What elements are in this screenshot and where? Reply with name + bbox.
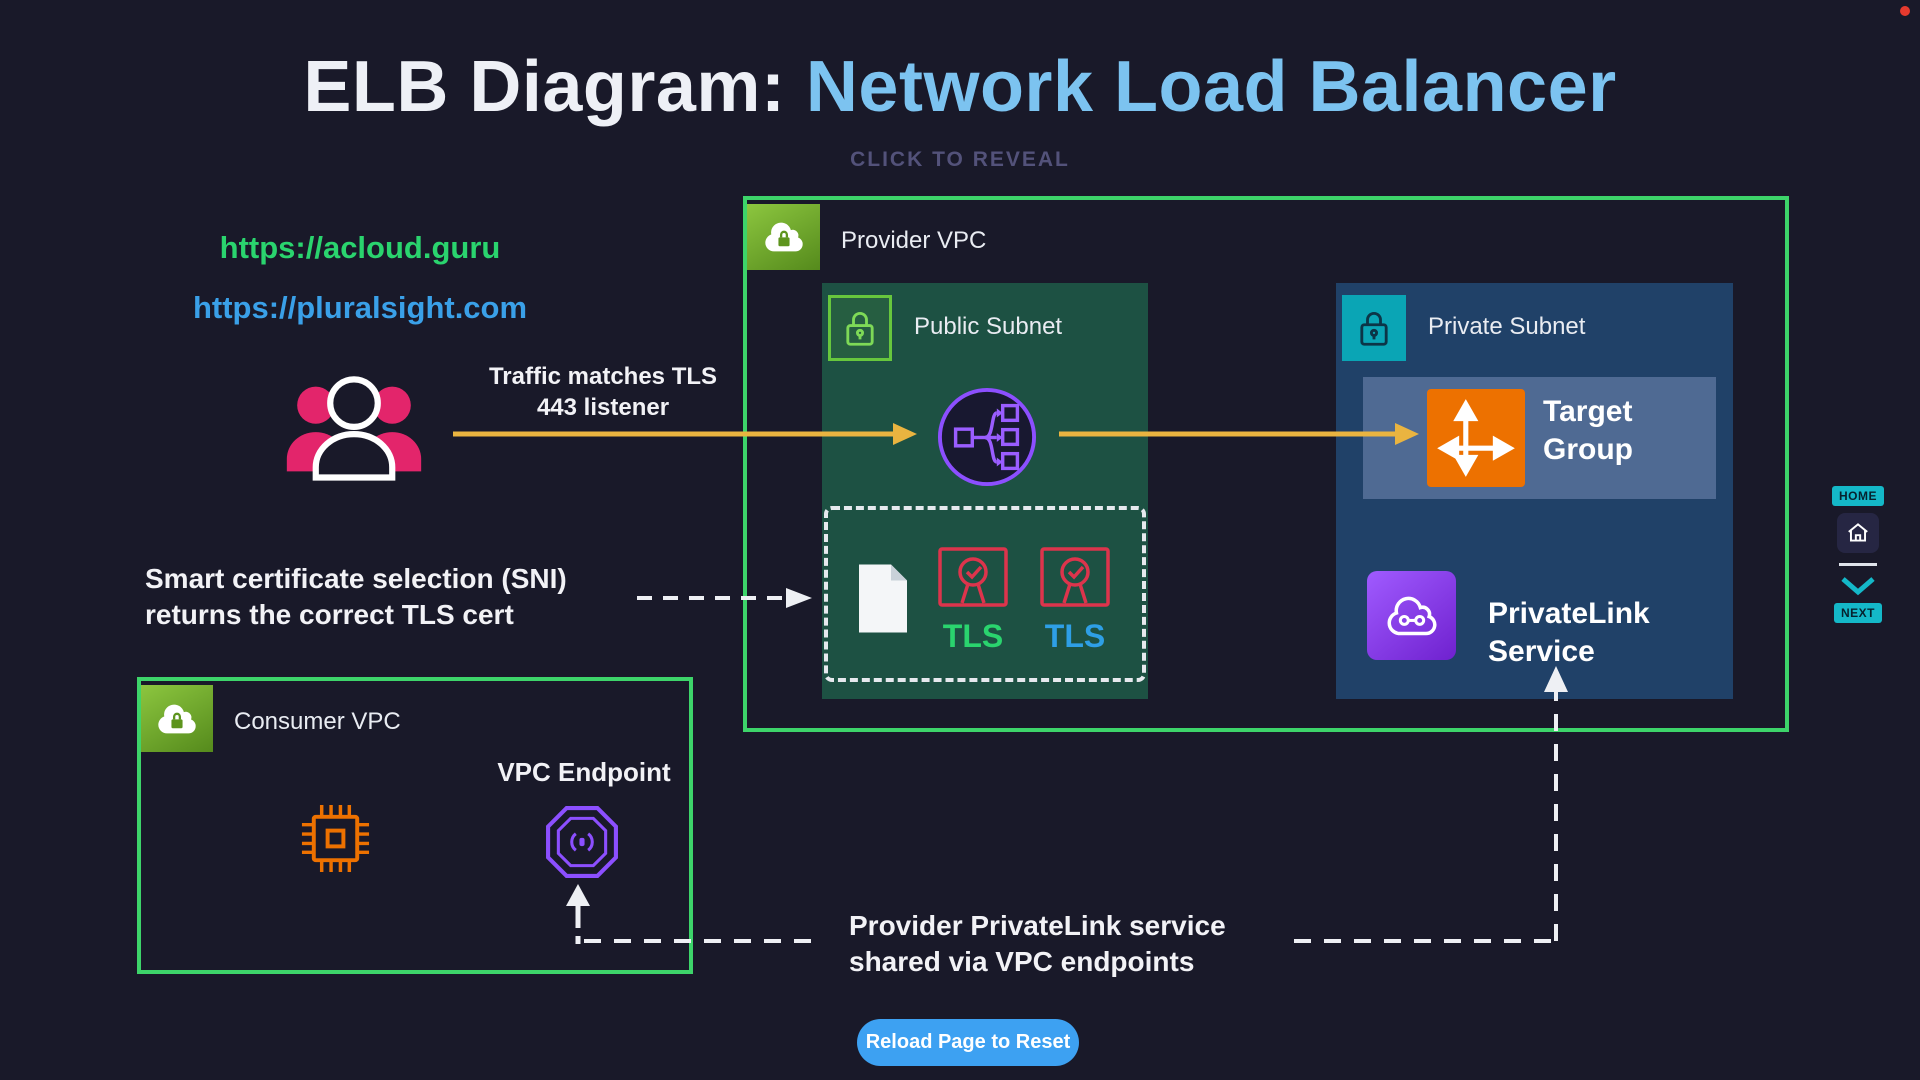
next-button[interactable] — [1840, 576, 1876, 596]
acloud-guru-link[interactable]: https://acloud.guru — [219, 230, 501, 265]
nav-divider — [1839, 563, 1877, 566]
sni-note-line2: returns the correct TLS cert — [145, 598, 514, 630]
nav-next-badge: NEXT — [1833, 603, 1882, 623]
click-to-reveal-hint: CLICK TO REVEAL — [850, 148, 1070, 171]
target-group-icon — [1427, 389, 1525, 487]
tls-label-green: TLS — [942, 618, 1004, 654]
traffic-note: Traffic matches TLS 443 listener — [468, 362, 738, 423]
users-icon — [276, 368, 432, 492]
lock-icon — [1360, 311, 1388, 346]
cloud-lock-icon — [764, 222, 803, 252]
recording-indicator-dot — [1900, 6, 1910, 16]
page-title: ELB Diagram: Network Load Balancer — [0, 46, 1920, 128]
private-subnet-label: Private Subnet — [1428, 313, 1586, 340]
home-button[interactable] — [1837, 513, 1879, 553]
vpc-endpoint-icon — [545, 805, 619, 879]
consumer-vpc-icon — [141, 685, 213, 752]
public-subnet-box: Public Subnet — [822, 283, 1148, 699]
traffic-note-line1: Traffic matches TLS — [488, 363, 718, 390]
provider-vpc-box: Provider VPC Public Subnet — [743, 196, 1789, 732]
open-lock-icon — [846, 311, 874, 346]
document-icon — [857, 562, 909, 635]
home-icon — [1848, 523, 1868, 542]
tls-label-blue: TLS — [1044, 618, 1106, 654]
target-group-label: Target Group — [1543, 395, 1633, 466]
certificate-icon — [936, 541, 1010, 615]
title-prefix: ELB Diagram: — [303, 47, 806, 127]
privatelink-share-line1: Provider PrivateLink service — [849, 910, 1226, 941]
privatelink-service-label: PrivateLink Service — [1488, 597, 1650, 668]
chevron-down-icon — [1841, 577, 1875, 596]
private-subnet-box: Private Subnet Target Group — [1336, 283, 1733, 699]
provider-vpc-icon — [747, 204, 820, 270]
certificate-icon — [1038, 541, 1112, 615]
vpc-endpoint-label: VPC Endpoint — [497, 757, 671, 787]
nav-home-badge: HOME — [1832, 486, 1884, 506]
reload-page-button[interactable]: Reload Page to Reset — [857, 1019, 1079, 1066]
network-load-balancer-icon — [936, 386, 1038, 488]
privatelink-service-icon — [1367, 571, 1456, 660]
target-group-row: Target Group — [1363, 377, 1716, 499]
privatelink-share-line2: shared via VPC endpoints — [849, 945, 1195, 977]
provider-vpc-label: Provider VPC — [841, 227, 987, 254]
public-subnet-label: Public Subnet — [914, 313, 1063, 340]
title-highlight: Network Load Balancer — [805, 47, 1617, 127]
consumer-vpc-label: Consumer VPC — [234, 708, 401, 735]
instance-chip-icon — [298, 801, 373, 876]
private-subnet-icon — [1342, 295, 1406, 361]
traffic-note-line2: 443 listener — [536, 393, 670, 421]
public-subnet-icon — [828, 295, 892, 361]
consumer-vpc-box: Consumer VPC VPC Endpoint — [137, 677, 693, 974]
tls-certificates-box: TLS TLS — [824, 506, 1146, 682]
cloud-lock-icon — [158, 704, 196, 733]
sni-note-line1: Smart certificate selection (SNI) — [145, 563, 567, 594]
pluralsight-link[interactable]: https://pluralsight.com — [192, 290, 528, 325]
nav-rail: HOME NEXT — [1830, 486, 1886, 623]
link-list: https://acloud.guru https://pluralsight.… — [105, 230, 615, 326]
sni-note: Smart certificate selection (SNI) return… — [145, 561, 567, 633]
privatelink-share-note: Provider PrivateLink service shared via … — [849, 908, 1226, 980]
